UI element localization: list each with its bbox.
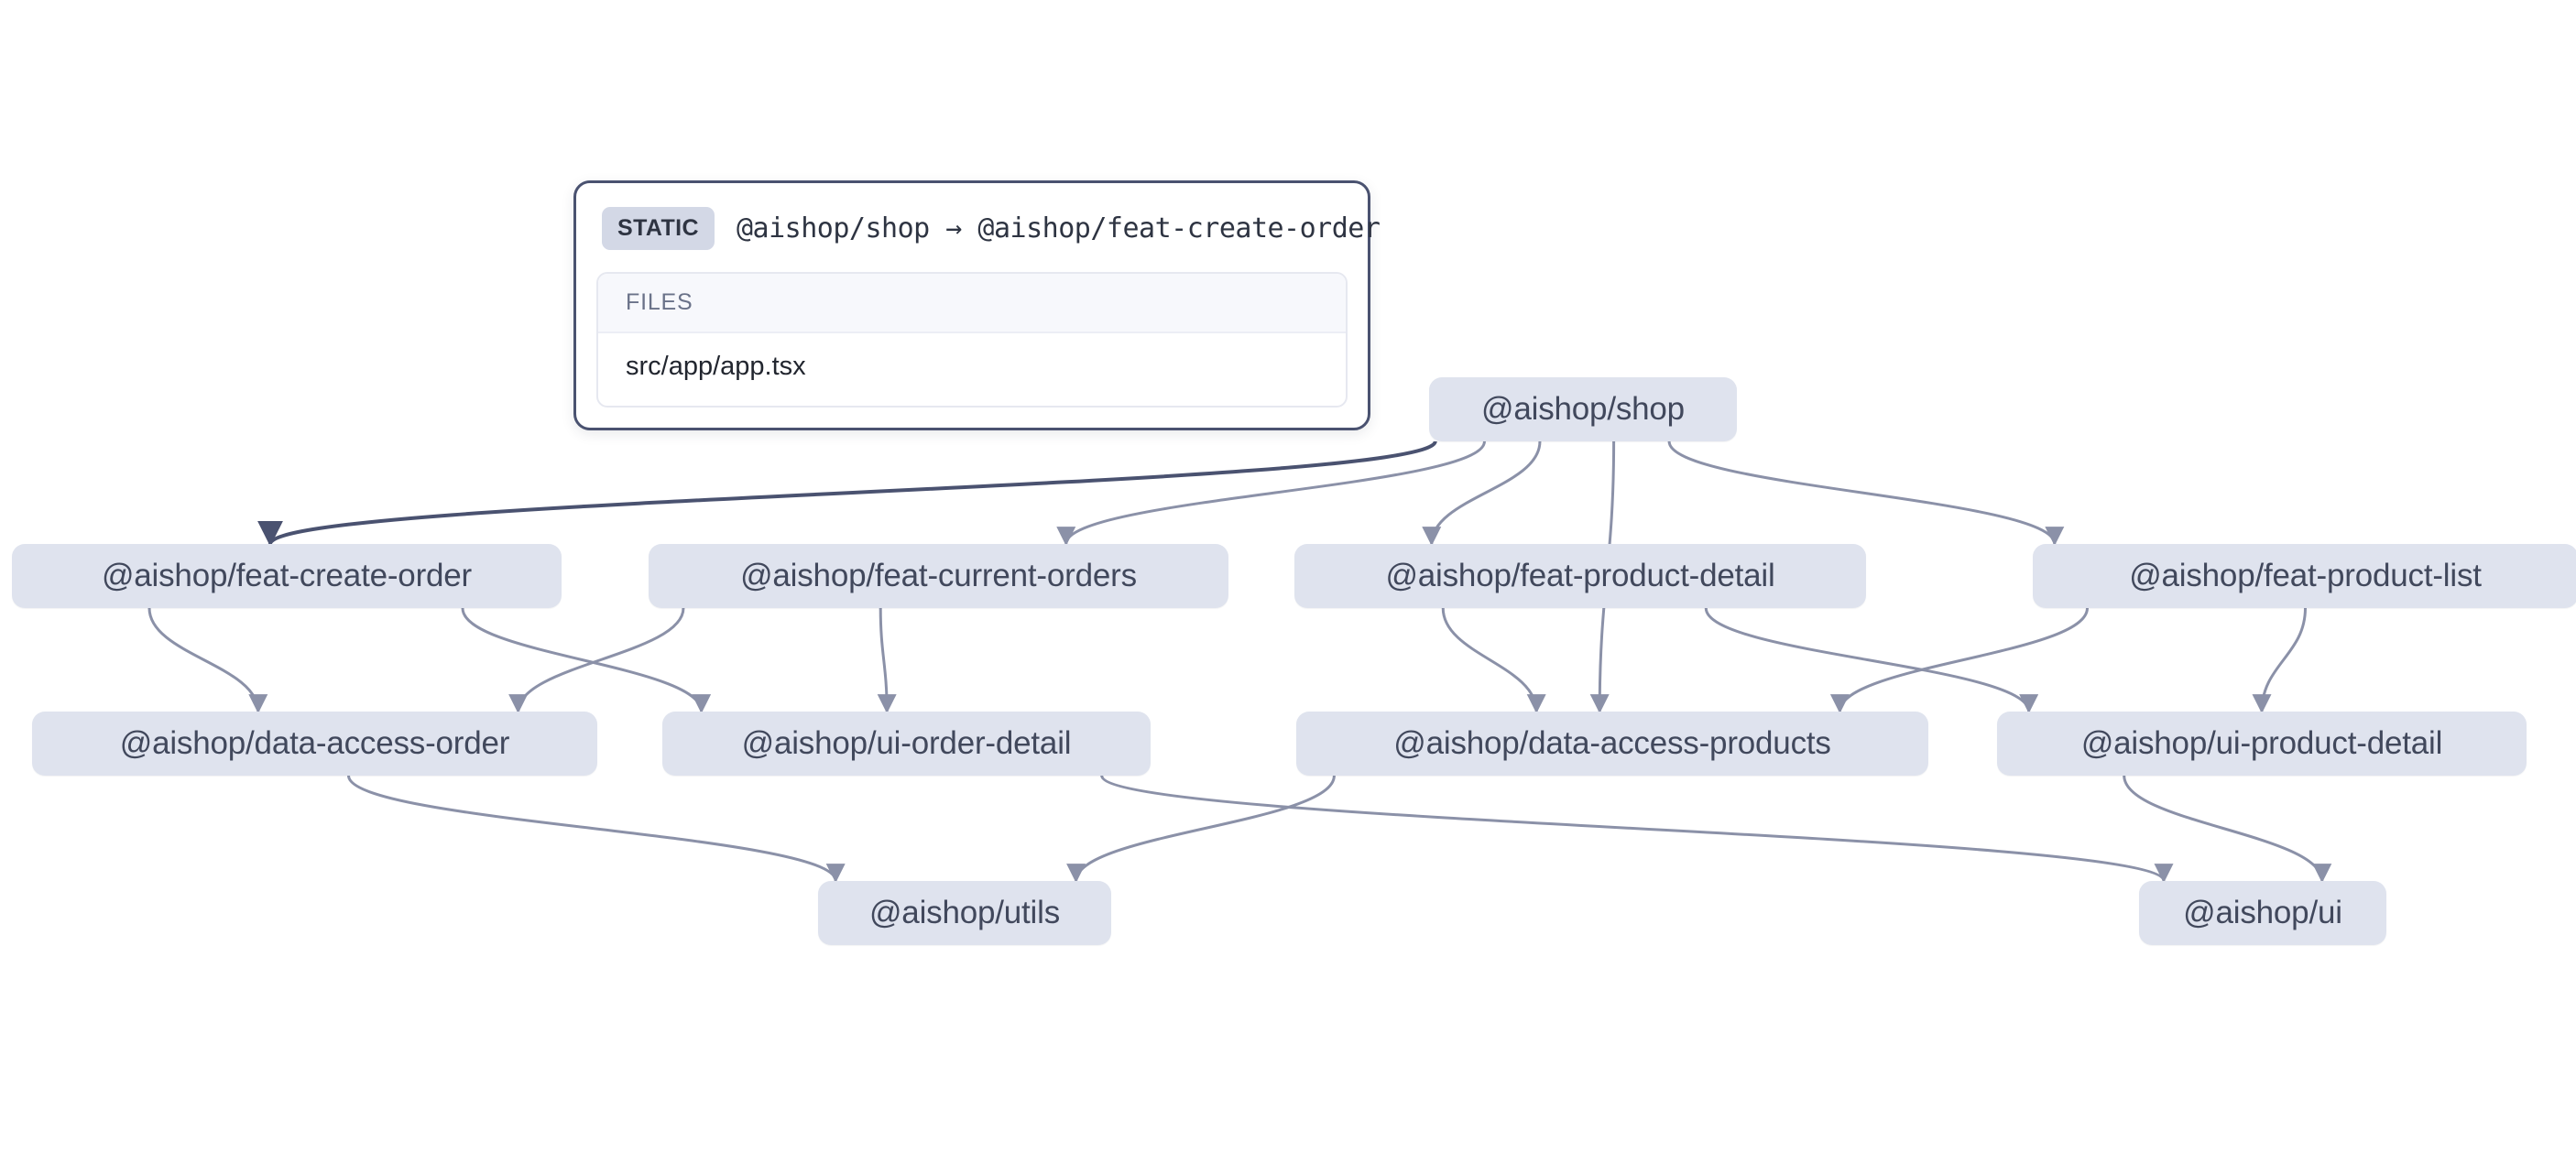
graph-edge-feat-product-list-to-data-access-products[interactable] xyxy=(1830,607,2089,714)
graph-node-feat-create-order[interactable]: @aishop/feat-create-order xyxy=(12,544,562,608)
file-row[interactable]: src/app/app.tsx xyxy=(626,352,806,381)
graph-node-label: @aishop/shop xyxy=(1481,391,1685,427)
files-header-label: FILES xyxy=(598,274,1346,333)
graph-edge-shop-to-feat-product-detail[interactable] xyxy=(1422,440,1542,547)
graph-edge-feat-create-order-to-data-access-order[interactable] xyxy=(147,607,268,714)
static-badge: STATIC xyxy=(602,207,715,250)
edge-detail-tooltip[interactable]: STATIC @aishop/shop → @aishop/feat-creat… xyxy=(573,180,1381,430)
graph-edge-feat-product-detail-to-ui-product-detail[interactable] xyxy=(1704,607,2039,714)
graph-edge-data-access-products-to-utils[interactable] xyxy=(1066,775,1336,884)
graph-edge-feat-product-list-to-ui-product-detail[interactable] xyxy=(2252,607,2307,714)
graph-edge-data-access-order-to-utils[interactable] xyxy=(347,775,846,884)
graph-node-label: @aishop/utils xyxy=(868,895,1061,930)
graph-edge-ui-product-detail-to-ui[interactable] xyxy=(2123,775,2332,884)
graph-edge-feat-product-detail-to-data-access-products[interactable] xyxy=(1441,607,1546,714)
graph-node-data-access-order[interactable]: @aishop/data-access-order xyxy=(32,712,597,776)
graph-node-utils[interactable]: @aishop/utils xyxy=(818,881,1111,945)
graph-node-label: @aishop/feat-create-order xyxy=(101,558,473,593)
graph-node-feat-current-orders[interactable]: @aishop/feat-current-orders xyxy=(649,544,1228,608)
graph-edge-shop-to-feat-product-list[interactable] xyxy=(1667,440,2065,547)
graph-edge-feat-current-orders-to-ui-order-detail[interactable] xyxy=(877,607,897,714)
graph-node-ui[interactable]: @aishop/ui xyxy=(2139,881,2386,945)
graph-edge-feat-create-order-to-ui-order-detail[interactable] xyxy=(461,607,712,714)
graph-node-label: @aishop/ui-order-detail xyxy=(741,725,1072,761)
graph-node-data-access-products[interactable]: @aishop/data-access-products xyxy=(1296,712,1928,776)
graph-edge-feat-current-orders-to-data-access-order[interactable] xyxy=(508,607,685,714)
tooltip-title: @aishop/shop → @aishop/feat-create-order xyxy=(736,212,1381,245)
graph-node-label: @aishop/ui-product-detail xyxy=(2080,725,2443,761)
graph-node-ui-product-detail[interactable]: @aishop/ui-product-detail xyxy=(1997,712,2527,776)
graph-node-feat-product-detail[interactable]: @aishop/feat-product-detail xyxy=(1294,544,1866,608)
graph-node-label: @aishop/data-access-products xyxy=(1393,725,1831,761)
graph-node-label: @aishop/feat-product-list xyxy=(2129,558,2482,593)
graph-node-label: @aishop/data-access-order xyxy=(119,725,510,761)
files-list: src/app/app.tsx xyxy=(598,333,1346,406)
graph-node-label: @aishop/ui xyxy=(2183,895,2342,930)
graph-edge-shop-to-feat-create-order[interactable] xyxy=(257,440,1437,547)
graph-node-label: @aishop/feat-product-detail xyxy=(1385,558,1775,593)
graph-node-feat-product-list[interactable]: @aishop/feat-product-list xyxy=(2033,544,2576,608)
graph-node-label: @aishop/feat-current-orders xyxy=(740,558,1137,593)
tooltip-header: STATIC @aishop/shop → @aishop/feat-creat… xyxy=(596,203,1381,250)
graph-edge-ui-order-detail-to-ui[interactable] xyxy=(1100,775,2174,884)
files-panel: FILES src/app/app.tsx xyxy=(596,272,1348,408)
graph-node-ui-order-detail[interactable]: @aishop/ui-order-detail xyxy=(662,712,1151,776)
graph-node-shop[interactable]: @aishop/shop xyxy=(1429,377,1737,441)
graph-edge-shop-to-feat-current-orders[interactable] xyxy=(1056,440,1486,547)
